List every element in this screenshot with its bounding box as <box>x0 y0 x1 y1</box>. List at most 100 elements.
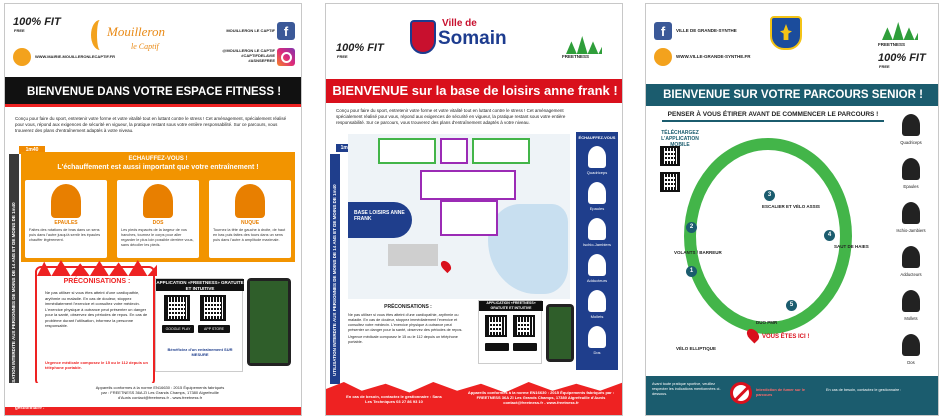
precautions-title: PRÉCONISATIONS : <box>384 304 432 310</box>
column-label: NUQUE <box>240 220 260 226</box>
station-number: 3 <box>764 190 775 201</box>
poster-footer <box>646 376 938 415</box>
app-promo: APPLICATION «FREETNESS» GRATUITE ET INTU… <box>478 300 543 364</box>
welcome-banner: BIENVENUE SUR VOTRE PARCOURS SENIOR ! <box>646 84 938 106</box>
precautions-title: PRÉCONISATIONS : <box>63 278 131 285</box>
map-zone <box>440 200 498 236</box>
facebook-icon: f <box>277 22 295 40</box>
station-label: ESCALIER ET VÉLO ASSIS <box>762 204 820 209</box>
station-number: 1 <box>686 266 697 277</box>
map-zone <box>472 138 530 164</box>
instagram-label: @MOUILLERON LE CAPTIF #CAPTIFDELAVIE #AS… <box>222 48 275 63</box>
location-pin-icon <box>438 258 454 274</box>
exercise-item: Dos <box>890 334 932 374</box>
map-zone <box>420 170 516 200</box>
precautions-text: Ne pas utiliser si vous êtes atteint d'u… <box>348 313 463 332</box>
somain-crest-logo <box>410 20 436 54</box>
somain-label: Somain <box>438 28 507 49</box>
neck-exercise-icon <box>235 184 265 218</box>
app-promo: APPLICATION «FREETNESS» GRATUITE ET INTU… <box>155 278 244 372</box>
side-warning-bar <box>330 154 340 384</box>
station-number: 4 <box>824 230 835 241</box>
column-label: DOS <box>152 220 164 226</box>
warmup-subtitle: L'échauffement est aussi important que v… <box>57 164 259 171</box>
welcome-banner: BIENVENUE sur la base de loisirs anne fr… <box>326 79 622 103</box>
station-label: VOLANTS / BARREUR <box>674 250 722 255</box>
facebook-label: MOUILLERON LE CAPTIF <box>226 28 275 33</box>
intro-text: Conçu pour faire du sport, entretenir vo… <box>336 108 566 125</box>
exercise-item: Mollets <box>580 290 614 324</box>
shoulder-exercise-icon <box>51 184 81 218</box>
side-warning-text: UTILISATION INTERDITE AUX PERSONNES DE M… <box>11 202 16 394</box>
shoulders-icon <box>902 158 920 180</box>
stretch-ribbon: PENSER À VOUS ÉTIRER AVANT DE COMMENCER … <box>662 108 884 122</box>
exercise-item: Quadriceps <box>580 146 614 180</box>
poster-mouilleron: 100% FIT FREE WWW.MAIRIE-MOUILLERONLECAP… <box>4 3 302 416</box>
logo-line2: le Captif <box>131 42 159 51</box>
freetness-logo <box>566 36 602 54</box>
you-are-here-label: VOUS ÊTES ICI ! <box>762 334 810 340</box>
adductors-icon <box>902 246 920 268</box>
exercise-label: Epaules <box>589 206 605 211</box>
globe-icon <box>654 48 672 66</box>
lake <box>488 204 568 294</box>
exercise-item: Quadriceps <box>890 114 932 154</box>
exercise-label: Quadriceps <box>586 170 608 175</box>
warmup-title: ECHAUFFEZ-VOUS ! <box>128 156 188 162</box>
site-map: BASE LOISIRS ANNE FRANK <box>348 134 570 299</box>
back-icon <box>588 326 606 348</box>
station-label: SAUT DE HAIES <box>834 244 869 249</box>
exercise-label: Epaules <box>903 184 919 189</box>
quadriceps-icon <box>588 146 606 168</box>
map-zone <box>378 138 436 164</box>
exercise-label: Adducteurs <box>900 272 922 277</box>
mouilleron-logo: Mouilleron le Captif <box>91 18 165 58</box>
quadriceps-icon <box>902 114 920 136</box>
google-play-badge <box>485 343 509 351</box>
phone-mockup <box>546 304 574 362</box>
station-label: DUO PMR <box>756 320 778 325</box>
exercise-label: Mollets <box>590 314 604 319</box>
column-text: Tournez la tête de gauche à droite, de h… <box>213 228 286 242</box>
poster-footer <box>5 383 301 415</box>
footer-notice: Avant toute pratique sportive, veuillez … <box>652 382 721 396</box>
no-smoking-text: Interdiction de fumer sur le parcours <box>756 388 805 397</box>
fit-label: 100% FIT <box>336 42 384 54</box>
welcome-banner: BIENVENUE DANS VOTRE ESPACE FITNESS ! <box>5 77 301 107</box>
qr-code-icon <box>660 146 680 166</box>
fit-label: 100% FIT <box>878 52 926 64</box>
hamstrings-icon <box>902 202 920 224</box>
fit-free-label: FREE <box>879 64 890 69</box>
back-exercise-icon <box>143 184 173 218</box>
app-store-badge: APP STORE <box>198 325 230 333</box>
freetness-logo <box>882 22 918 40</box>
exercises-sidebar: Quadriceps Epaules Ischio-Jambiers Adduc… <box>886 108 936 376</box>
qr-code-icon <box>660 172 680 192</box>
precautions-text: Ne pas utiliser si vous êtes atteint d'u… <box>45 290 148 328</box>
exercise-item: Epaules <box>890 158 932 198</box>
brand-label: FREETNESS <box>562 54 590 59</box>
qr-code-icon <box>200 295 226 321</box>
calves-icon <box>902 290 920 312</box>
exercise-label: Ischio-Jambiers <box>896 228 926 233</box>
no-smoking-icon <box>730 382 752 404</box>
station-number: 2 <box>686 222 697 233</box>
exercise-item: Ischio-Jambiers <box>890 202 932 242</box>
brand-label: FREETNESS <box>878 42 906 47</box>
exercise-label: Adducteurs <box>586 278 608 283</box>
calves-icon <box>588 290 606 312</box>
exercise-label: Dos <box>907 360 915 365</box>
website-label: WWW.VILLE-GRANDE-SYNTHE.FR <box>676 54 751 59</box>
exercise-item: Mollets <box>890 290 932 330</box>
exercises-title: ÉCHAUFFEZ-VOUS <box>578 135 616 140</box>
height-tag: 1m40 <box>19 146 45 154</box>
precautions-box: PRÉCONISATIONS : Ne pas utiliser si vous… <box>348 304 468 386</box>
exercise-label: Ischio-Jambiers <box>582 242 611 247</box>
warmup-panel: ECHAUFFEZ-VOUS ! L'échauffement est auss… <box>21 152 295 262</box>
back-icon <box>902 334 920 356</box>
exercise-label: Dos <box>593 350 601 355</box>
contact-text: En cas de besoin, contactez le gestionna… <box>826 388 902 392</box>
map-zone <box>440 138 468 164</box>
flame-decoration <box>37 260 157 276</box>
urgence-text: Urgence médicale composez le 15 ou le 11… <box>45 360 148 370</box>
